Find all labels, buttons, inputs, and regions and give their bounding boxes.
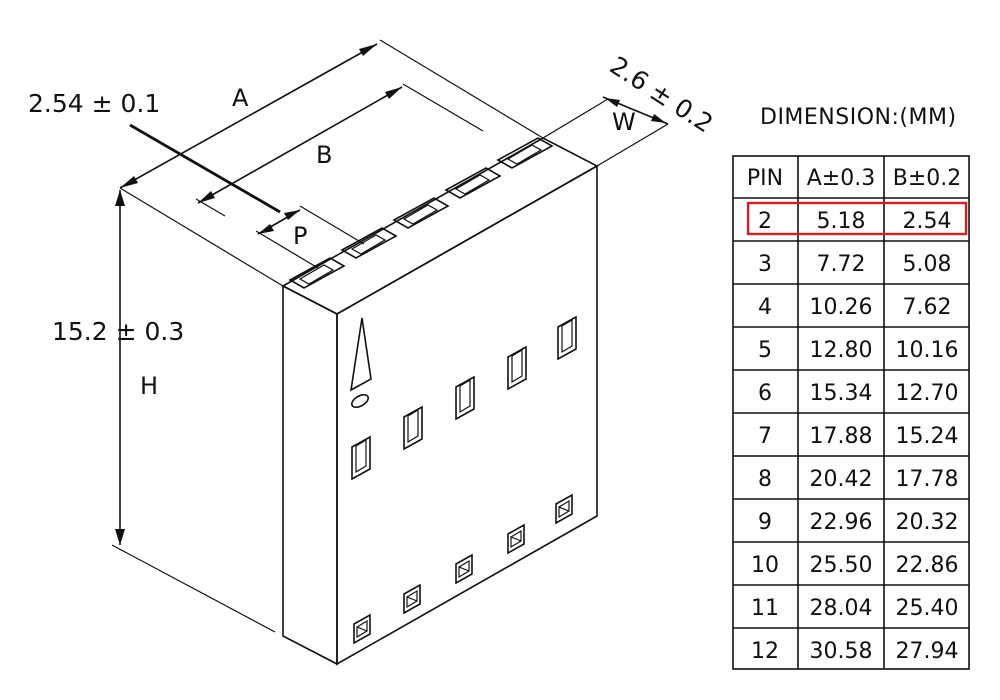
table-cell-b: 20.32 [896, 510, 959, 535]
top-pin-cavities [288, 137, 554, 289]
lower-pin-windows [353, 493, 573, 645]
table-cell-a: 5.18 [817, 209, 866, 234]
table-cell-a: 12.80 [810, 338, 873, 363]
table-cell-pin: 3 [758, 252, 772, 277]
table-cell-b: 10.16 [896, 338, 959, 363]
table-cell-b: 5.08 [903, 252, 952, 277]
dimension-label-p: P [293, 222, 307, 250]
table-title: DIMENSION:(MM) [760, 105, 957, 130]
dimension-lines [111, 39, 669, 633]
table-cell-a: 30.58 [810, 639, 873, 664]
dimension-label-b: B [316, 141, 332, 169]
dimension-label-w: W [612, 108, 636, 136]
polarity-dot-mark [351, 393, 369, 409]
table-cell-pin: 5 [758, 338, 772, 363]
table-cell-a: 17.88 [810, 424, 873, 449]
table-cell-b: 27.94 [896, 639, 959, 664]
dimension-label-a: A [232, 84, 249, 112]
table-cell-b: 12.70 [896, 381, 959, 406]
connector-housing [281, 137, 599, 666]
table-cell-pin: 9 [758, 510, 772, 535]
table-cell-b: 7.62 [903, 295, 952, 320]
table-cell-pin: 7 [758, 424, 772, 449]
table-cell-pin: 8 [758, 467, 772, 492]
table-header-b: B±0.2 [893, 166, 962, 191]
table-cell-pin: 10 [751, 553, 779, 578]
table-cell-pin: 6 [758, 381, 772, 406]
dimension-table: PIN A±0.3 B±0.2 2 5.18 2.54 3 7.72 5.08 … [732, 155, 970, 670]
table-cell-pin: 12 [751, 639, 779, 664]
table-cell-b: 15.24 [896, 424, 959, 449]
height-dimension-label: 15.2 ± 0.3 [52, 317, 184, 346]
table-cell-pin: 4 [758, 295, 772, 320]
polarity-triangle-mark [349, 317, 372, 392]
table-cell-a: 25.50 [810, 553, 873, 578]
table-cell-a: 15.34 [810, 381, 873, 406]
table-header-pin: PIN [747, 166, 783, 191]
table-cell-pin: 11 [751, 596, 779, 621]
table-cell-b: 22.86 [896, 553, 959, 578]
table-cell-b: 25.40 [896, 596, 959, 621]
table-cell-a: 7.72 [817, 252, 866, 277]
table-cell-a: 28.04 [810, 596, 873, 621]
table-cell-b: 17.78 [896, 467, 959, 492]
table-header-a: A±0.3 [807, 166, 875, 191]
table-cell-a: 10.26 [810, 295, 873, 320]
table-cell-b: 2.54 [903, 209, 952, 234]
table-cell-pin: 2 [758, 209, 772, 234]
upper-lock-windows [351, 315, 577, 481]
table-cell-a: 20.42 [810, 467, 873, 492]
dimension-label-h: H [140, 372, 158, 400]
highlighted-row-box [746, 201, 968, 236]
table-cell-a: 22.96 [810, 510, 873, 535]
pitch-dimension-label: 2.54 ± 0.1 [28, 89, 160, 118]
